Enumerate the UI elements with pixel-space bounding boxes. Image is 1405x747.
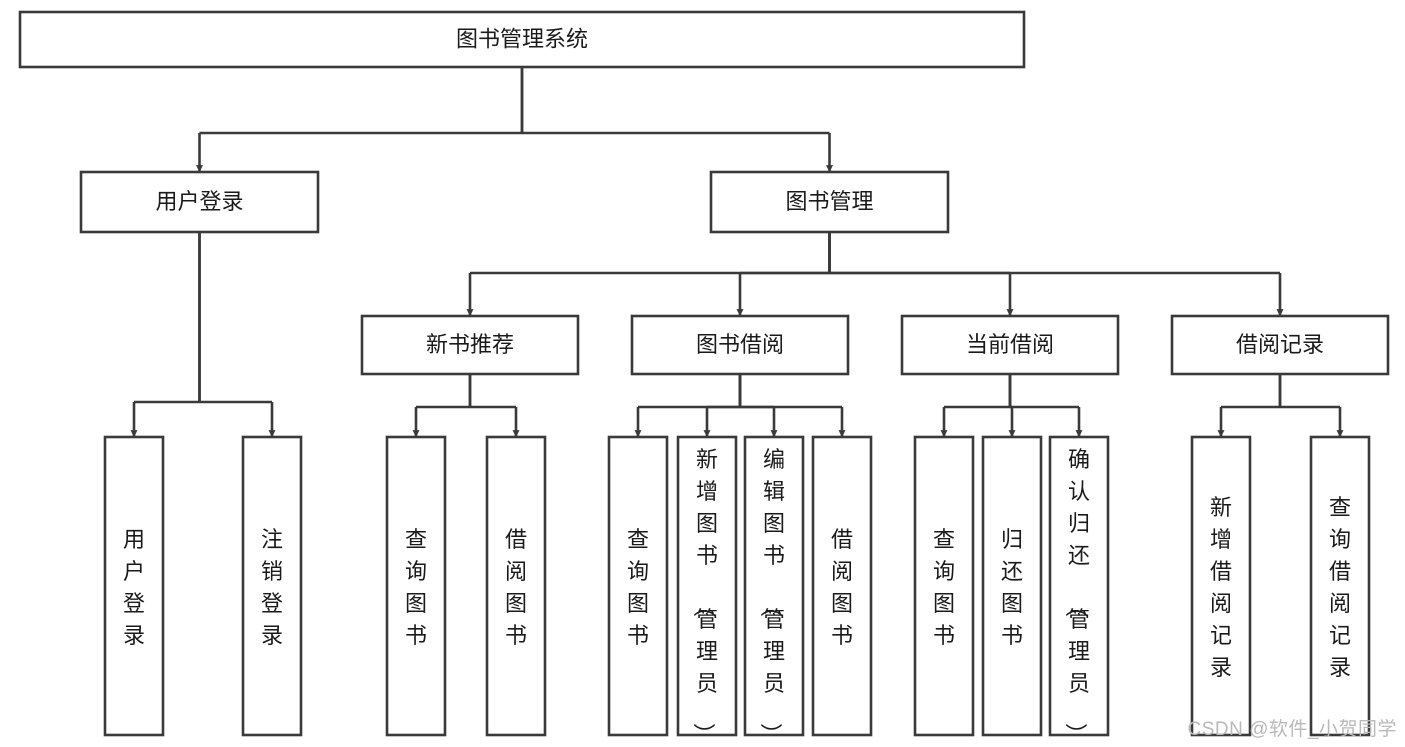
node-label-borrow-record: 借阅记录 [1236,332,1324,357]
node-label-current-borrow: 当前借阅 [966,332,1054,357]
node-box-new-book-rec[interactable] [360,314,580,376]
node-box-book-manage[interactable] [709,170,950,234]
node-user-login[interactable]: 用户登录 [79,170,320,234]
node-box-leaf-user-login[interactable] [103,435,165,737]
node-leaf-query-book-1[interactable]: 查询图书 [385,435,447,737]
node-label-leaf-borrow-book-2: 借阅图书 [831,527,853,648]
node-leaf-logout[interactable]: 注销登录 [241,435,303,737]
connector-borrow-record-to-leaf-query-record [1278,374,1344,438]
node-leaf-query-book-2[interactable]: 查询图书 [607,435,669,737]
node-current-borrow[interactable]: 当前借阅 [900,314,1120,376]
node-label-leaf-query-book-1: 查询图书 [405,527,427,648]
node-leaf-borrow-book-2[interactable]: 借阅图书 [811,435,873,737]
node-leaf-confirm-return[interactable]: 确认归还（管理员） [1048,435,1110,745]
node-label-leaf-confirm-return: 确认归还（管理员） [1063,447,1090,745]
node-label-user-login: 用户登录 [155,189,243,214]
node-label-leaf-logout: 注销登录 [261,527,283,648]
node-new-book-rec[interactable]: 新书推荐 [360,314,580,376]
node-leaf-add-record[interactable]: 新增借阅记录 [1190,435,1252,737]
connector-root-to-book-manage [520,67,833,173]
node-leaf-add-book[interactable]: 新增图书（管理员） [676,435,738,745]
node-leaf-query-record[interactable]: 查询借阅记录 [1309,435,1371,737]
node-label-book-manage: 图书管理 [785,189,873,214]
node-box-leaf-query-book-1[interactable] [385,435,447,737]
node-label-leaf-add-book: 新增图书（管理员） [691,447,718,745]
node-box-user-login[interactable] [79,170,320,234]
node-label-leaf-query-record: 查询借阅记录 [1329,495,1351,680]
node-box-root[interactable] [18,10,1026,69]
node-box-leaf-add-book[interactable] [676,435,738,737]
node-box-leaf-edit-book[interactable] [743,435,805,737]
node-label-leaf-return-book: 归还图书 [1001,527,1023,648]
connector-new-book-rec-to-leaf-borrow-book-1 [468,374,520,438]
node-box-leaf-logout[interactable] [241,435,303,737]
node-box-leaf-query-record[interactable] [1309,435,1371,737]
node-box-borrow-record[interactable] [1170,314,1390,376]
node-label-leaf-borrow-book-1: 借阅图书 [505,527,527,648]
connector-user-login-to-leaf-logout [198,232,276,438]
connector-book-manage-to-borrow-record [828,232,1284,317]
node-label-book-borrow: 图书借阅 [696,332,784,357]
connector-new-book-rec-to-leaf-query-book-1 [412,374,472,438]
connector-book-borrow-to-leaf-query-book-2 [634,374,742,438]
node-label-new-book-rec: 新书推荐 [426,332,514,357]
node-leaf-user-login[interactable]: 用户登录 [103,435,165,737]
connector-book-borrow-to-leaf-add-book [703,374,742,438]
node-label-leaf-query-book-2: 查询图书 [627,527,649,648]
node-box-leaf-query-book-2[interactable] [607,435,669,737]
connector-root-to-user-login [196,67,524,173]
node-box-current-borrow[interactable] [900,314,1120,376]
node-box-leaf-confirm-return[interactable] [1048,435,1110,737]
connector-borrow-record-to-leaf-add-record [1217,374,1282,438]
connector-book-manage-to-book-borrow [736,232,831,317]
node-root[interactable]: 图书管理系统 [18,10,1026,69]
connector-layer [130,67,1344,438]
connector-user-login-to-leaf-user-login [130,232,201,438]
node-label-root: 图书管理系统 [456,26,588,51]
connector-book-borrow-to-leaf-borrow-book-2 [738,374,846,438]
node-box-leaf-query-book-3[interactable] [913,435,975,737]
connector-current-borrow-to-leaf-confirm-return [1008,374,1083,438]
node-label-leaf-user-login: 用户登录 [123,527,145,648]
node-leaf-return-book[interactable]: 归还图书 [981,435,1043,737]
node-borrow-record[interactable]: 借阅记录 [1170,314,1390,376]
node-box-leaf-borrow-book-1[interactable] [485,435,547,737]
node-box-leaf-return-book[interactable] [981,435,1043,737]
node-book-manage[interactable]: 图书管理 [709,170,950,234]
node-box-leaf-add-record[interactable] [1190,435,1252,737]
node-box-leaf-borrow-book-2[interactable] [811,435,873,737]
node-layer: 图书管理系统用户登录图书管理新书推荐图书借阅当前借阅借阅记录用户登录注销登录查询… [18,10,1390,745]
node-label-leaf-edit-book: 编辑图书（管理员） [758,447,785,745]
node-leaf-edit-book[interactable]: 编辑图书（管理员） [743,435,805,745]
node-box-book-borrow[interactable] [630,314,850,376]
node-book-borrow[interactable]: 图书借阅 [630,314,850,376]
connector-book-borrow-to-leaf-edit-book [738,374,778,438]
node-label-leaf-query-book-3: 查询图书 [933,527,955,648]
node-label-leaf-add-record: 新增借阅记录 [1210,495,1232,680]
connector-current-borrow-to-leaf-query-book-3 [940,374,1012,438]
node-leaf-borrow-book-1[interactable]: 借阅图书 [485,435,547,737]
node-leaf-query-book-3[interactable]: 查询图书 [913,435,975,737]
